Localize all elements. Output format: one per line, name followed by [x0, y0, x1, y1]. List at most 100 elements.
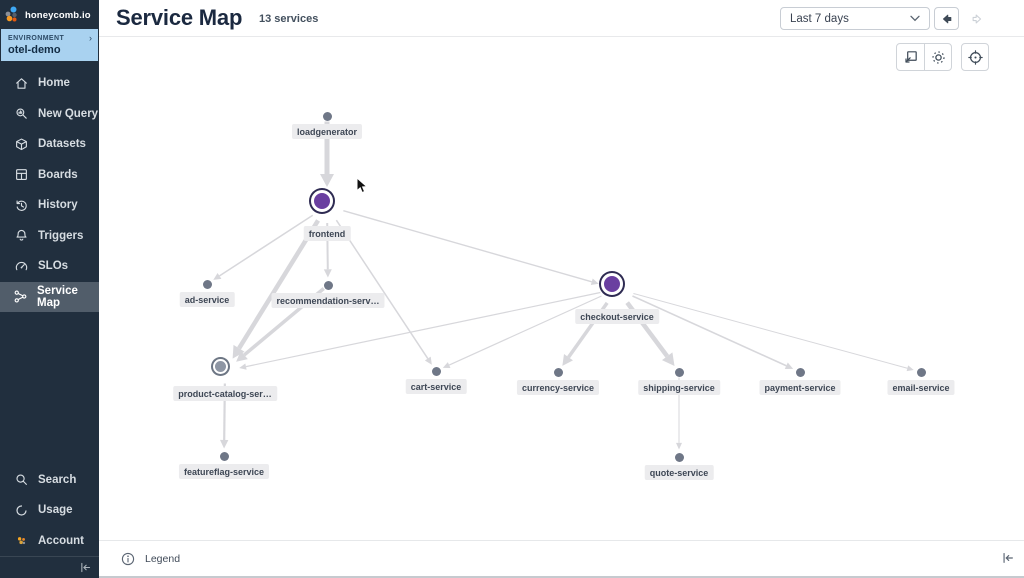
service-label-cart-service[interactable]: cart-service: [405, 379, 467, 394]
sidebar-item-slos[interactable]: SLOs: [0, 251, 99, 282]
sidebar-item-history[interactable]: History: [0, 190, 99, 221]
map-edge-arrowhead: [424, 356, 432, 365]
arrow-right-icon: [972, 14, 981, 23]
service-node-loadgenerator[interactable]: [322, 111, 332, 121]
chevron-down-icon: [910, 15, 920, 22]
service-label-quote-service[interactable]: quote-service: [644, 465, 714, 480]
recenter-toolbar: [961, 43, 989, 71]
environment-name: otel-demo: [8, 44, 61, 56]
brand-name: honeycomb.io: [25, 9, 91, 21]
service-node-featureflag-service[interactable]: [219, 451, 229, 461]
chevron-right-icon: ›: [89, 33, 92, 43]
map-edge: [633, 292, 908, 369]
map-edge: [632, 295, 787, 367]
service-map-icon: [13, 289, 28, 305]
time-range-select[interactable]: Last 7 days: [780, 7, 930, 30]
service-node-cart-service[interactable]: [431, 366, 441, 376]
service-node-currency-service[interactable]: [553, 367, 563, 377]
honeycomb-logo-icon: [5, 6, 17, 22]
sidebar-item-home[interactable]: Home: [0, 68, 99, 99]
fit-to-view-button[interactable]: [897, 44, 924, 70]
sidebar-item-label: Service Map: [37, 284, 78, 309]
service-label-currency-service[interactable]: currency-service: [516, 380, 600, 395]
legend-bar: Legend: [99, 540, 1024, 578]
map-edge-arrowhead: [219, 439, 229, 449]
map-edge-arrowhead: [239, 363, 247, 370]
recenter-button[interactable]: [962, 44, 988, 70]
service-label-email-service[interactable]: email-service: [887, 380, 955, 395]
service-label-ad-service[interactable]: ad-service: [179, 292, 235, 307]
service-label-shipping-service[interactable]: shipping-service: [638, 380, 720, 395]
service-node-shipping-service[interactable]: [674, 367, 684, 377]
map-edge-arrowhead: [213, 272, 222, 280]
arrow-left-icon: [943, 14, 952, 23]
sidebar-item-usage[interactable]: Usage: [0, 495, 99, 526]
service-node-ad-service[interactable]: [202, 279, 212, 289]
map-edge-arrowhead: [676, 442, 682, 450]
info-icon: [121, 552, 135, 565]
service-node-payment-service[interactable]: [795, 367, 805, 377]
sidebar-item-new-query[interactable]: New Query: [0, 99, 99, 130]
sidebar-item-service-map[interactable]: Service Map: [0, 281, 99, 312]
service-label-payment-service[interactable]: payment-service: [759, 380, 841, 395]
home-icon: [13, 75, 29, 91]
service-label-featureflag-service[interactable]: featureflag-service: [178, 464, 270, 479]
page-header: Service Map 13 services Last 7 days: [99, 0, 1024, 37]
map-edge: [448, 295, 602, 366]
service-node-email-service[interactable]: [916, 367, 926, 377]
service-label-recommendation-service[interactable]: recommendation-serv…: [271, 293, 385, 308]
sidebar-nav: Home New Query Datasets Boards History T…: [0, 68, 99, 312]
map-edge: [245, 291, 601, 368]
map-toolbar: [896, 43, 952, 71]
sun-icon: [931, 50, 945, 64]
sidebar-item-search[interactable]: Search: [0, 465, 99, 496]
sidebar-item-account[interactable]: Account: [0, 526, 99, 557]
service-node-frontend[interactable]: [311, 190, 333, 212]
sidebar-item-datasets[interactable]: Datasets: [0, 129, 99, 160]
service-label-frontend[interactable]: frontend: [303, 226, 351, 241]
brand-logo[interactable]: honeycomb.io: [0, 0, 99, 29]
legend-collapse-button[interactable]: [1001, 551, 1015, 570]
sidebar-item-label: Triggers: [38, 229, 84, 242]
search-icon: [13, 472, 29, 488]
slo-gauge-icon: [13, 258, 29, 274]
history-back-button[interactable]: [934, 7, 959, 30]
sidebar-item-label: SLOs: [38, 260, 69, 273]
map-edge-arrowhead: [662, 352, 675, 366]
service-label-product-catalog-service[interactable]: product-catalog-ser…: [173, 386, 277, 401]
service-label-checkout-service[interactable]: checkout-service: [575, 309, 659, 324]
sidebar-item-label: Home: [38, 77, 70, 90]
sidebar-item-label: Search: [38, 473, 77, 486]
service-node-checkout-service[interactable]: [601, 273, 623, 295]
collapse-left-icon: [81, 562, 91, 573]
display-settings-button[interactable]: [924, 44, 951, 70]
new-query-icon: [13, 106, 29, 122]
crosshair-icon: [967, 49, 983, 65]
sidebar-item-label: Datasets: [38, 138, 86, 151]
environment-label: ENVIRONMENT: [8, 34, 65, 42]
service-node-product-catalog-service[interactable]: [213, 359, 228, 374]
sidebar-item-triggers[interactable]: Triggers: [0, 221, 99, 252]
history-forward-button[interactable]: [967, 10, 987, 27]
sidebar-bottom-nav: Search Usage Account: [0, 465, 99, 557]
legend-toggle[interactable]: Legend: [145, 552, 181, 565]
datasets-icon: [13, 136, 29, 152]
service-node-quote-service[interactable]: [674, 452, 684, 462]
time-range-value: Last 7 days: [790, 12, 849, 25]
map-edge-arrowhead: [442, 362, 451, 368]
collapse-left-icon: [1003, 553, 1013, 563]
sidebar-collapse-button[interactable]: [0, 556, 99, 578]
map-edge-arrowhead: [590, 278, 599, 286]
map-edge: [335, 219, 429, 359]
sidebar-item-boards[interactable]: Boards: [0, 160, 99, 191]
main-content: Service Map 13 services Last 7 days Lege…: [99, 0, 1024, 578]
environment-selector[interactable]: ENVIRONMENT › otel-demo: [1, 29, 98, 61]
history-icon: [13, 197, 29, 213]
service-label-loadgenerator[interactable]: loadgenerator: [291, 124, 363, 139]
usage-icon: [13, 502, 29, 518]
service-node-recommendation-service[interactable]: [323, 280, 333, 290]
services-count: 13 services: [259, 13, 319, 25]
map-edge-arrowhead: [232, 344, 245, 359]
